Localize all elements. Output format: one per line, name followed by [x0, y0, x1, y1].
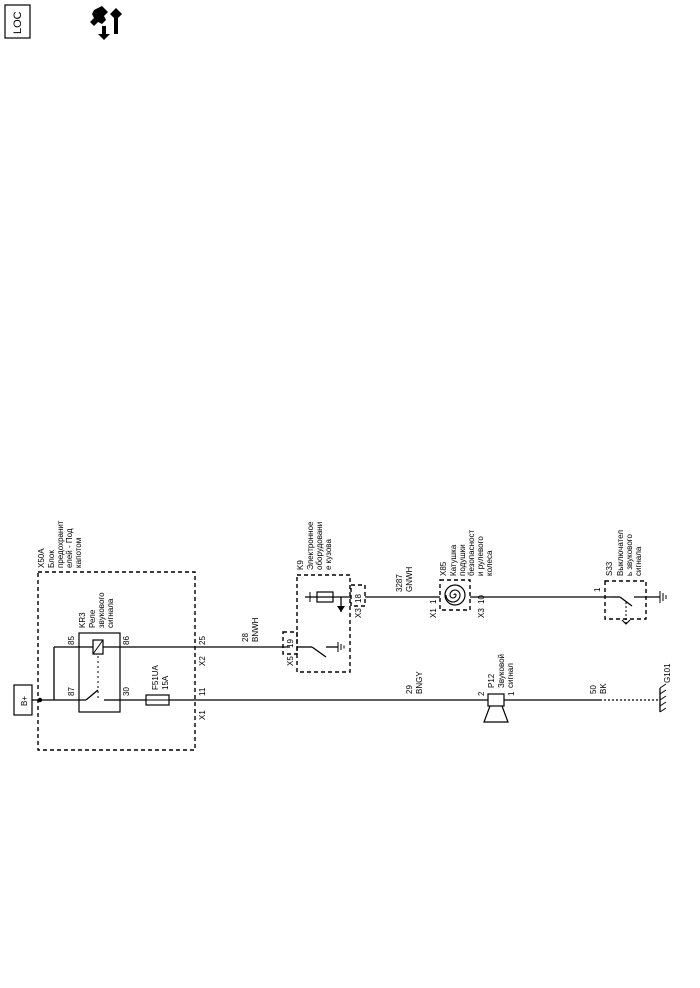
svg-text:Выключател: Выключател [616, 530, 625, 576]
relay-pin-85: 85 [67, 636, 76, 645]
svg-text:Электронное: Электронное [306, 521, 315, 570]
wire-28-color: BNWH [251, 617, 260, 642]
wire-28-number: 28 [241, 633, 250, 642]
service-wrench-icon[interactable] [90, 6, 122, 40]
svg-text:и рулевого: и рулевого [476, 536, 485, 576]
svg-text:сигнал: сигнал [506, 663, 515, 688]
s33-label: S33 Выключател ь звукового сигнала [605, 530, 643, 576]
svg-text:предохранит: предохранит [56, 520, 65, 568]
k9-input-arrow-icon [337, 606, 345, 612]
svg-text:Катушка: Катушка [449, 544, 458, 576]
horn-icon[interactable] [483, 693, 509, 723]
g101-ground-icon [659, 683, 667, 713]
svg-text:сигнала: сигнала [634, 546, 643, 576]
svg-text:е кузова: е кузова [324, 539, 333, 570]
relay-pin-30: 30 [122, 687, 131, 696]
fuse-code: F51UA [151, 664, 160, 690]
wire-50-number: 50 [589, 685, 598, 694]
k9-output-switch [311, 646, 327, 658]
x85-connector-x3: X3 [477, 608, 486, 618]
svg-text:X85: X85 [439, 561, 448, 576]
svg-text:оборудовани: оборудовани [315, 522, 324, 570]
wire-29-color: BNGY [415, 671, 424, 694]
x50a-connector-x2: X2 [198, 656, 207, 666]
svg-text:подушки: подушки [458, 544, 467, 576]
relay-kr3-body[interactable] [78, 632, 121, 713]
x85-pin-10: 10 [477, 595, 486, 604]
svg-text:елей - Под: елей - Под [65, 528, 74, 568]
svg-text:Звуковой: Звуковой [497, 654, 506, 688]
x50a-pin-11: 11 [198, 687, 207, 696]
k9-pin-18: 18 [354, 594, 363, 603]
p12-label: P12 Звуковой сигнал [487, 654, 515, 688]
s33-horn-switch-outline [604, 580, 647, 620]
x85-connector-x1: X1 [429, 608, 438, 618]
x85-pin-1: 1 [429, 599, 438, 604]
x50a-connector-x1: X1 [198, 710, 207, 720]
x50a-label: X50A Блок предохранит елей - Под капотом [37, 520, 83, 568]
svg-text:ь звукового: ь звукового [625, 533, 634, 576]
wire-50-color: BK [599, 683, 608, 694]
svg-text:S33: S33 [605, 561, 614, 576]
svg-text:X50A: X50A [37, 548, 46, 568]
relay-kr3-label: KR3 Реле звукового сигнала [78, 592, 115, 628]
x85-label: X85 Катушка подушки безопасност и рулево… [439, 530, 494, 576]
wire-3287-color: GNWH [405, 566, 414, 592]
k9-input-resistor [316, 591, 334, 603]
svg-text:колеса: колеса [485, 550, 494, 576]
svg-text:Реле: Реле [88, 609, 97, 628]
svg-text:K9: K9 [296, 560, 305, 570]
k9-connector-x3-label: X3 [354, 608, 363, 618]
s33-pin-1: 1 [593, 587, 602, 592]
k9-connector-x5[interactable] [282, 631, 298, 655]
p12-pin-2: 2 [477, 691, 486, 696]
k9-pin-19: 19 [286, 639, 295, 648]
relay-pin-86: 86 [122, 636, 131, 645]
loc-icon[interactable]: LOC [4, 4, 31, 39]
splice-node [37, 697, 43, 703]
s33-ground-icon [659, 591, 667, 603]
wire-3287-number: 3287 [395, 574, 404, 592]
k9-connector-x5-label: X5 [286, 656, 295, 666]
svg-text:капотом: капотом [74, 538, 83, 568]
k9-label: K9 Электронное оборудовани е кузова [296, 521, 333, 570]
svg-text:безопасност: безопасност [467, 530, 476, 576]
svg-text:KR3: KR3 [78, 612, 87, 628]
clockspring-coil-icon [444, 584, 466, 606]
wire-29-number: 29 [405, 685, 414, 694]
x85-clockspring-outline [439, 579, 471, 611]
svg-text:звукового: звукового [97, 592, 106, 628]
power-b-plus-label: B+ [20, 696, 29, 706]
g101-label: G101 [663, 663, 672, 683]
relay-contact [85, 689, 99, 701]
s33-switch-contact[interactable] [619, 596, 633, 607]
s33-actuator-icon [621, 619, 631, 625]
p12-pin-1: 1 [507, 691, 516, 696]
k9-module-outline [296, 574, 351, 673]
svg-text:P12: P12 [487, 673, 496, 688]
x50a-fuse-block-outline [37, 571, 196, 751]
loc-icon-text: LOC [12, 11, 24, 34]
x50a-pin-25: 25 [198, 636, 207, 645]
svg-text:Блок: Блок [47, 550, 56, 568]
svg-text:сигнала: сигнала [106, 598, 115, 628]
relay-pin-87: 87 [67, 687, 76, 696]
k9-connector-x3[interactable] [350, 584, 366, 607]
fuse-rating: 15A [161, 675, 170, 690]
